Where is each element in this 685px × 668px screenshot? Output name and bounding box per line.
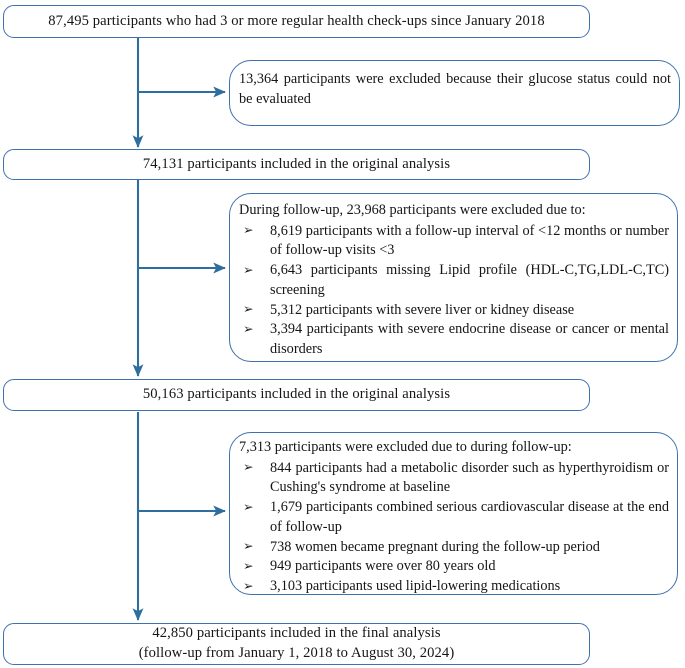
node-original-analysis-2: 50,163 participants included in the orig… bbox=[3, 379, 590, 411]
node-excluded-followup-list: ➢ 8,619 participants with a follow-up in… bbox=[239, 222, 669, 360]
node-original-analysis-2-text: 50,163 participants included in the orig… bbox=[142, 386, 451, 403]
list-item: ➢ 8,619 participants with a follow-up in… bbox=[239, 222, 669, 261]
list-item: ➢ 6,643 participants missing Lipid profi… bbox=[239, 261, 669, 300]
node-enrolled: 87,495 participants who had 3 or more re… bbox=[3, 5, 590, 38]
arrow-bullet-icon: ➢ bbox=[243, 459, 254, 475]
list-item-text: 3,394 participants with severe endocrine… bbox=[270, 321, 669, 358]
node-original-analysis-1: 74,131 participants included in the orig… bbox=[3, 149, 590, 180]
arrow-bullet-icon: ➢ bbox=[243, 222, 254, 238]
arrow-bullet-icon: ➢ bbox=[243, 557, 254, 573]
list-item-text: 738 women became pregnant during the fol… bbox=[270, 538, 600, 555]
list-item: ➢ 3,103 participants used lipid-lowering… bbox=[239, 577, 669, 597]
list-item: ➢ 738 women became pregnant during the f… bbox=[239, 538, 669, 558]
node-excluded-followup-body: During follow-up, 23,968 participants we… bbox=[230, 194, 677, 366]
list-item-text: 844 participants had a metabolic disorde… bbox=[270, 459, 669, 496]
node-excluded-followup: During follow-up, 23,968 participants we… bbox=[229, 193, 678, 362]
arrow-bullet-icon: ➢ bbox=[243, 577, 254, 593]
node-final-analysis-line1: 42,850 participants included in the fina… bbox=[152, 625, 441, 642]
node-excluded-second-list: ➢ 844 participants had a metabolic disor… bbox=[239, 459, 669, 597]
node-excluded-glucose-body: 13,364 participants were excluded becaus… bbox=[230, 61, 679, 116]
node-excluded-glucose-text: 13,364 participants were excluded becaus… bbox=[239, 71, 671, 107]
node-final-analysis-line2: (follow-up from January 1, 2018 to Augus… bbox=[138, 645, 455, 661]
list-item: ➢ 5,312 participants with severe liver o… bbox=[239, 301, 669, 321]
node-excluded-second-body: 7,313 participants were excluded due to … bbox=[230, 433, 677, 603]
node-enrolled-text: 87,495 participants who had 3 or more re… bbox=[48, 12, 545, 29]
list-item-text: 8,619 participants with a follow-up inte… bbox=[270, 222, 669, 259]
arrow-bullet-icon: ➢ bbox=[243, 261, 254, 277]
node-final-analysis: 42,850 participants included in the fina… bbox=[3, 623, 590, 665]
list-item-text: 949 participants were over 80 years old bbox=[270, 558, 496, 575]
node-excluded-second: 7,313 participants were excluded due to … bbox=[229, 432, 678, 595]
list-item: ➢ 1,679 participants combined serious ca… bbox=[239, 498, 669, 537]
node-excluded-glucose: 13,364 participants were excluded becaus… bbox=[229, 60, 680, 126]
node-excluded-second-heading: 7,313 participants were excluded due to … bbox=[239, 439, 572, 455]
list-item: ➢ 3,394 participants with severe endocri… bbox=[239, 320, 669, 359]
list-item-text: 3,103 participants used lipid-lowering m… bbox=[270, 578, 561, 595]
list-item: ➢ 844 participants had a metabolic disor… bbox=[239, 459, 669, 498]
node-original-analysis-1-text: 74,131 participants included in the orig… bbox=[142, 155, 451, 172]
node-excluded-followup-heading: During follow-up, 23,968 participants we… bbox=[239, 202, 586, 218]
list-item-text: 6,643 participants missing Lipid profile… bbox=[270, 262, 669, 298]
arrow-bullet-icon: ➢ bbox=[243, 320, 254, 336]
list-item-text: 1,679 participants combined serious card… bbox=[270, 499, 669, 535]
arrow-bullet-icon: ➢ bbox=[243, 301, 254, 317]
list-item: ➢ 949 participants were over 80 years ol… bbox=[239, 557, 669, 577]
arrow-bullet-icon: ➢ bbox=[243, 498, 254, 514]
arrow-bullet-icon: ➢ bbox=[243, 538, 254, 554]
list-item-text: 5,312 participants with severe liver or … bbox=[270, 301, 575, 318]
